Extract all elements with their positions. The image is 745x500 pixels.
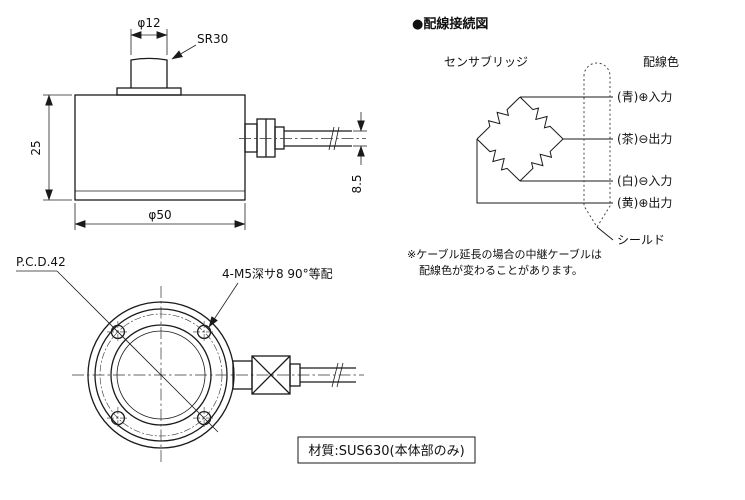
dim-phi50: φ50: [74, 203, 246, 230]
wire-label-brown: (茶)⊖出力: [617, 131, 672, 146]
dim-8-5: 8.5: [350, 112, 367, 194]
dim-phi12: φ12: [130, 16, 168, 55]
dim-phi50-text: φ50: [148, 208, 171, 222]
label-bolt-holes-text: 4-M5深サ8 90°等配: [222, 267, 333, 281]
bolt-hole-top-left: [107, 321, 129, 343]
wire-color-header: 配線色: [643, 54, 679, 69]
material-label-box: [297, 436, 476, 464]
shield-line: [596, 226, 614, 241]
cable-connector-side: [244, 118, 352, 158]
dim-phi12-text: φ12: [137, 16, 160, 30]
bolt-hole-bottom-right: [193, 407, 215, 429]
material-label-text: 材質:SUS630(本体部のみ): [308, 444, 464, 459]
wire-line-yellow: [476, 139, 613, 204]
stem-outline: [130, 57, 168, 88]
dim-25: 25: [29, 94, 72, 201]
wiring-diagram: ●配線接続図 センサブリッジ 配線色 (青)⊕入力 (茶)⊖出力 (白)⊖入力 …: [407, 16, 679, 277]
bolt-hole-top-right: [193, 321, 215, 343]
pcd-diagonal-line: [56, 270, 219, 433]
boss-outline: [116, 87, 182, 96]
wire-label-blue: (青)⊕入力: [617, 90, 672, 104]
wire-label-white: (白)⊖入力: [617, 173, 672, 188]
wiring-note-line1: ※ケーブル延長の場合の中継ケーブルは: [407, 247, 602, 261]
wiring-title: ●配線接続図: [412, 16, 488, 32]
label-pcd: P.C.D.42: [16, 255, 66, 272]
label-sr30: SR30: [171, 32, 228, 60]
dim-25-text: 25: [29, 140, 43, 155]
label-pcd-text: P.C.D.42: [16, 255, 66, 269]
shield-label: シールド: [617, 233, 665, 247]
bolt-hole-bottom-left: [107, 407, 129, 429]
cable-connector-top: [232, 355, 356, 395]
material-label: 材質:SUS630(本体部のみ): [297, 436, 476, 464]
label-bolt-holes: 4-M5深サ8 90°等配: [208, 267, 333, 328]
side-view: [74, 57, 366, 201]
label-sr30-text: SR30: [197, 32, 228, 46]
bridge-label: センサブリッジ: [444, 54, 528, 69]
body-outline: [74, 94, 246, 201]
wire-lines: [476, 96, 613, 204]
dim-8-5-text: 8.5: [350, 174, 364, 193]
wire-label-yellow: (黄)⊕出力: [617, 196, 672, 210]
wiring-note-line2: 配線色が変わることがあります。: [419, 263, 583, 277]
top-view: [56, 270, 364, 464]
cable-outline: [583, 62, 611, 228]
sensor-bridge: [473, 92, 567, 186]
